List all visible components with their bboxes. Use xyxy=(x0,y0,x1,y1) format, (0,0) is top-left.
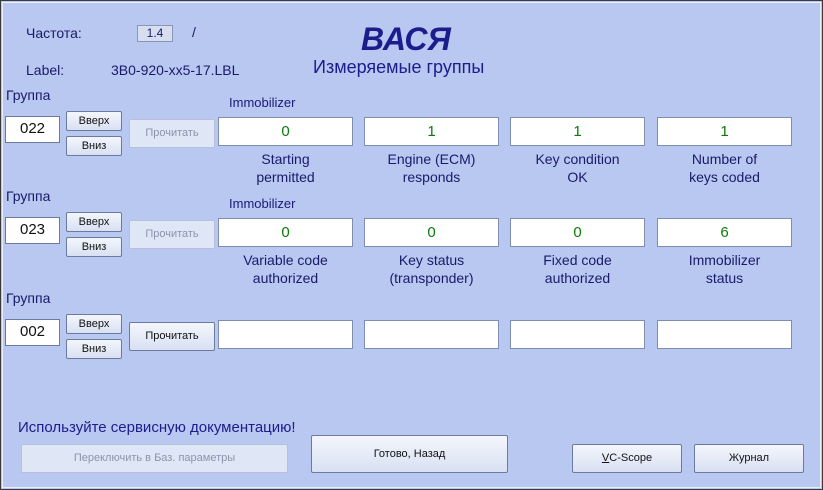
read-button[interactable]: Прочитать xyxy=(129,119,215,148)
group-up-button[interactable]: Вверх xyxy=(66,314,122,334)
group-label: Группа xyxy=(6,188,51,204)
measurement-value-field: 0 xyxy=(218,117,353,146)
measurement-value-field xyxy=(364,320,499,349)
log-button[interactable]: Журнал xyxy=(694,444,804,473)
group-number-input[interactable]: 023 xyxy=(5,217,60,244)
measurement-caption: Starting permitted xyxy=(256,151,315,185)
group-label: Группа xyxy=(6,290,51,306)
frequency-value: 1.4 xyxy=(137,25,173,42)
label-file-name: 3B0-920-xx5-17.LBL xyxy=(111,62,240,78)
app-title: ВАСЯ xyxy=(361,21,451,57)
group-down-button[interactable]: Вниз xyxy=(66,237,122,257)
measurement-caption: Engine (ECM) responds xyxy=(387,151,476,185)
measurement-caption: Variable code authorized xyxy=(243,252,328,286)
measurement-caption: Number of keys coded xyxy=(689,151,760,185)
measurement-value-field xyxy=(218,320,353,349)
measurement-value-field: 6 xyxy=(657,218,792,247)
vc-scope-label: C-Scope xyxy=(609,452,653,464)
read-button[interactable]: Прочитать xyxy=(129,220,215,249)
frequency-label: Частота: xyxy=(26,25,82,41)
group-down-button[interactable]: Вниз xyxy=(66,339,122,359)
label-caption: Label: xyxy=(26,62,65,78)
group-name: Immobilizer xyxy=(229,196,296,211)
measurement-value-field: 1 xyxy=(364,117,499,146)
group-label: Группа xyxy=(6,87,51,103)
group-number-input[interactable]: 022 xyxy=(5,116,60,143)
measurement-value-field: 1 xyxy=(657,117,792,146)
group-up-button[interactable]: Вверх xyxy=(66,111,122,131)
frequency-separator: / xyxy=(192,24,196,40)
measurement-value-field xyxy=(657,320,792,349)
service-docs-warning: Используйте сервисную документацию! xyxy=(18,419,296,436)
group-number-input[interactable]: 002 xyxy=(5,319,60,346)
measurement-value-field xyxy=(510,320,645,349)
basic-settings-button[interactable]: Переключить в Баз. параметры xyxy=(21,444,288,473)
done-back-button[interactable]: Готово, Назад xyxy=(311,435,508,473)
group-down-button[interactable]: Вниз xyxy=(66,136,122,156)
measurement-caption: Immobilizer status xyxy=(688,252,761,286)
measurement-value-field: 1 xyxy=(510,117,645,146)
measurement-value-field: 0 xyxy=(510,218,645,247)
page-subtitle: Измеряемые группы xyxy=(313,57,485,77)
measurement-value-field: 0 xyxy=(218,218,353,247)
measurement-caption: Fixed code authorized xyxy=(543,252,612,286)
read-button[interactable]: Прочитать xyxy=(129,322,215,351)
vc-scope-button[interactable]: VC-Scope xyxy=(572,444,682,473)
measurement-caption: Key status (transponder) xyxy=(389,252,474,286)
measurement-value-field: 0 xyxy=(364,218,499,247)
group-name: Immobilizer xyxy=(229,95,296,110)
group-up-button[interactable]: Вверх xyxy=(66,212,122,232)
vc-scope-hotkey: V xyxy=(601,452,610,464)
measurement-caption: Key condition OK xyxy=(535,151,620,185)
